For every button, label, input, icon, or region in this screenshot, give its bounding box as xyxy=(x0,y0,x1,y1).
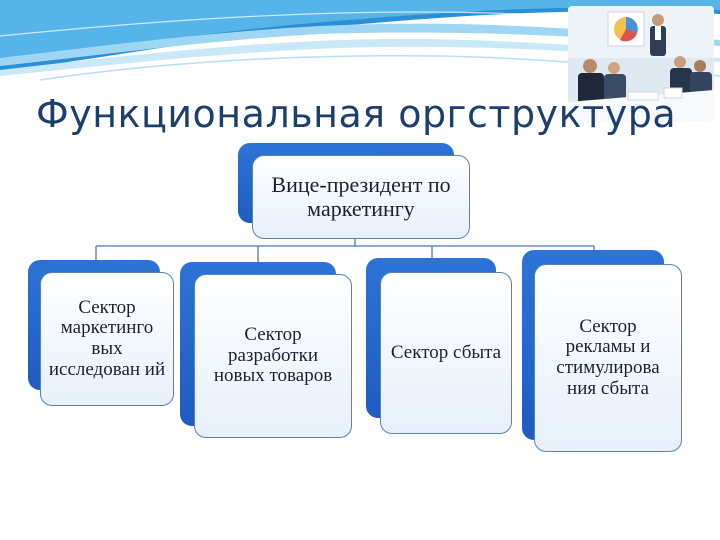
slide-title: Функциональная оргструктура xyxy=(36,92,677,136)
child-node-2-label: Сектор разработки новых товаров xyxy=(213,324,333,387)
child-node-sales: Сектор сбыта xyxy=(380,272,512,434)
business-meeting-photo-icon xyxy=(568,6,714,122)
root-node-vp-marketing: Вице-президент по маркетингу xyxy=(252,155,470,239)
child-node-new-product-development: Сектор разработки новых товаров xyxy=(194,274,352,438)
child-node-marketing-research: Сектор маркетинго вых исследован ий xyxy=(40,272,174,406)
root-node-label: Вице-президент по маркетингу xyxy=(271,172,451,221)
child-node-4-label: Сектор рекламы и стимулирова ния сбыта xyxy=(556,315,660,399)
child-node-1-label: Сектор маркетинго вых исследован ий xyxy=(48,296,166,380)
child-node-advertising-promotion: Сектор рекламы и стимулирова ния сбыта xyxy=(534,264,682,452)
child-node-3-label: Сектор сбыта xyxy=(390,341,502,363)
